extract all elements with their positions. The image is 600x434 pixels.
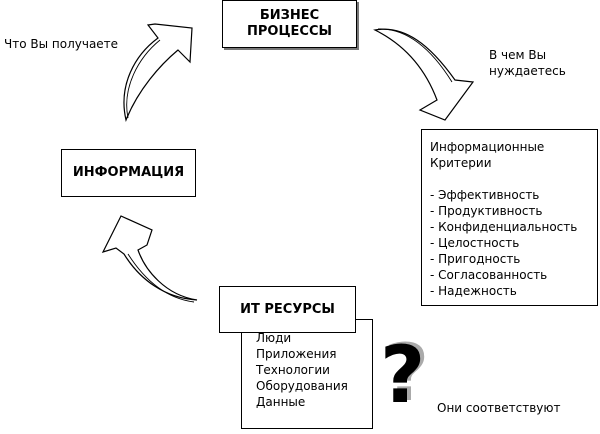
what-you-need-label: В чем Вы нуждаетесь [489, 47, 566, 79]
question-mark-icon: ? [380, 331, 426, 421]
resource-item: Приложения [256, 347, 337, 361]
criteria-item: - Пригодность [430, 252, 521, 266]
what-you-need-line1: В чем Вы [489, 48, 547, 62]
resource-item: Люди [256, 331, 292, 345]
business-title-line2: ПРОЦЕССЫ [247, 24, 332, 39]
do-they-match-label: Они соответствуют [437, 401, 561, 415]
business-title-line1: БИЗНЕС [259, 8, 320, 23]
it-resources-box: ИТ РЕСУРСЫ [219, 286, 356, 333]
criteria-spacer [430, 171, 597, 187]
criteria-item: - Согласованность [430, 268, 548, 282]
arrow-business-to-criteria [373, 28, 475, 121]
criteria-item: - Эффективность [430, 188, 540, 202]
resource-item: Технологии [256, 363, 330, 377]
criteria-item: - Конфиденциальность [430, 220, 578, 234]
arrow-information-to-business [123, 23, 193, 123]
it-resources-list-box: Люди Приложения Технологии Оборудования … [241, 319, 373, 429]
what-you-get-label: Что Вы получаете [4, 37, 119, 51]
criteria-title-line1: Информационные [430, 140, 545, 154]
information-box: ИНФОРМАЦИЯ [61, 149, 196, 197]
information-title: ИНФОРМАЦИЯ [72, 165, 185, 180]
business-processes-box: БИЗНЕС ПРОЦЕССЫ [222, 0, 357, 48]
arrow-resources-to-information [101, 215, 198, 303]
information-criteria-box: Информационные Критерии - Эффективность … [421, 129, 598, 306]
criteria-item: - Целостность [430, 236, 520, 250]
criteria-title-line2: Критерии [430, 156, 492, 170]
criteria-item: - Продуктивность [430, 204, 543, 218]
it-resources-title: ИТ РЕСУРСЫ [240, 301, 335, 317]
resource-item: Оборудования [256, 379, 348, 393]
what-you-need-line2: нуждаетесь [489, 64, 566, 78]
criteria-item: - Надежность [430, 284, 517, 298]
resource-item: Данные [256, 395, 306, 409]
